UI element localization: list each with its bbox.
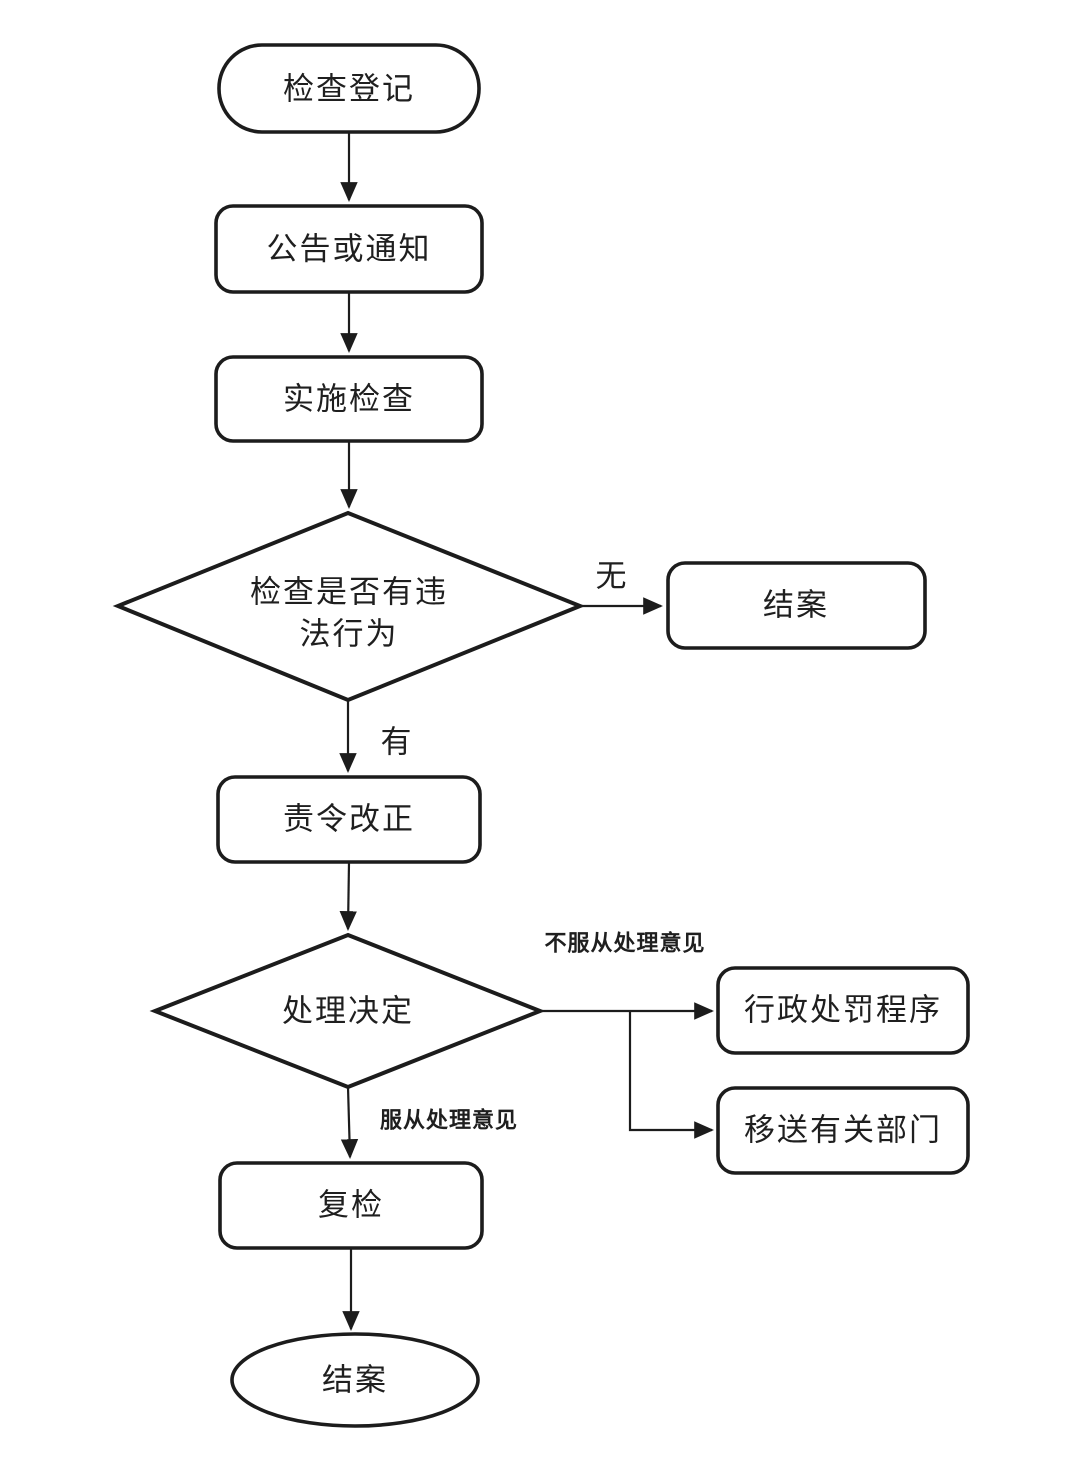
node-recheck: 复检: [218, 1161, 484, 1250]
order-correct-rect-shape: [216, 775, 482, 864]
admin-penalty-label: 行政处罚程序: [744, 993, 942, 1028]
edge-decision2-obey-to-recheck: [340, 1086, 359, 1159]
close-case-no-rect-shape: [666, 561, 927, 650]
decision-violation-label-line2: 法行为: [300, 617, 399, 652]
node-admin-penalty: 行政处罚程序: [716, 966, 970, 1055]
end-ellipse-shape: [230, 1332, 480, 1428]
edge-label-disobey: 不服从处理意见: [544, 931, 705, 956]
edge-label-no: 无: [596, 559, 627, 594]
transfer-dept-rect-shape: [716, 1086, 970, 1175]
start-label: 检查登记: [283, 72, 415, 107]
start-stadium-shape: [217, 43, 481, 134]
end-close-case-label: 结案: [322, 1363, 388, 1398]
decision-violation-label-line1: 检查是否有违: [250, 575, 448, 610]
admin-penalty-rect-shape: [716, 966, 970, 1055]
node-decision-handle: 处理决定: [149, 932, 546, 1090]
node-transfer-dept: 移送有关部门: [716, 1086, 970, 1175]
edge-labels: 无 有 不服从处理意见 服从处理意见: [380, 559, 705, 1133]
node-close-case-no: 结案: [666, 561, 927, 650]
announce-label: 公告或通知: [267, 232, 432, 267]
edge-label-yes: 有: [381, 725, 412, 760]
transfer-dept-label: 移送有关部门: [744, 1113, 942, 1148]
recheck-rect-shape: [218, 1161, 484, 1250]
edge-label-obey: 服从处理意见: [380, 1108, 518, 1133]
decision-handle-diamond-shape: [149, 932, 546, 1090]
node-decision-violation: 检查是否有违 法行为: [112, 510, 586, 703]
node-end-close-case: 结案: [230, 1332, 480, 1428]
node-start: 检查登记: [217, 43, 481, 134]
decision-violation-diamond-shape: [112, 510, 586, 703]
inspect-rect-shape: [214, 355, 484, 443]
edges: [339, 131, 714, 1331]
close-case-no-label: 结案: [763, 588, 829, 623]
node-announce: 公告或通知: [214, 204, 484, 294]
order-correct-label: 责令改正: [283, 802, 415, 837]
edge-correct-to-decision2: [339, 861, 357, 931]
edge-decision2-disobey-to-transfer: [628, 1011, 714, 1139]
recheck-label: 复检: [318, 1188, 384, 1223]
node-inspect: 实施检查: [214, 355, 484, 443]
inspect-label: 实施检查: [283, 382, 415, 417]
node-order-correct: 责令改正: [216, 775, 482, 864]
announce-rect-shape: [214, 204, 484, 294]
decision-handle-label: 处理决定: [282, 994, 414, 1029]
